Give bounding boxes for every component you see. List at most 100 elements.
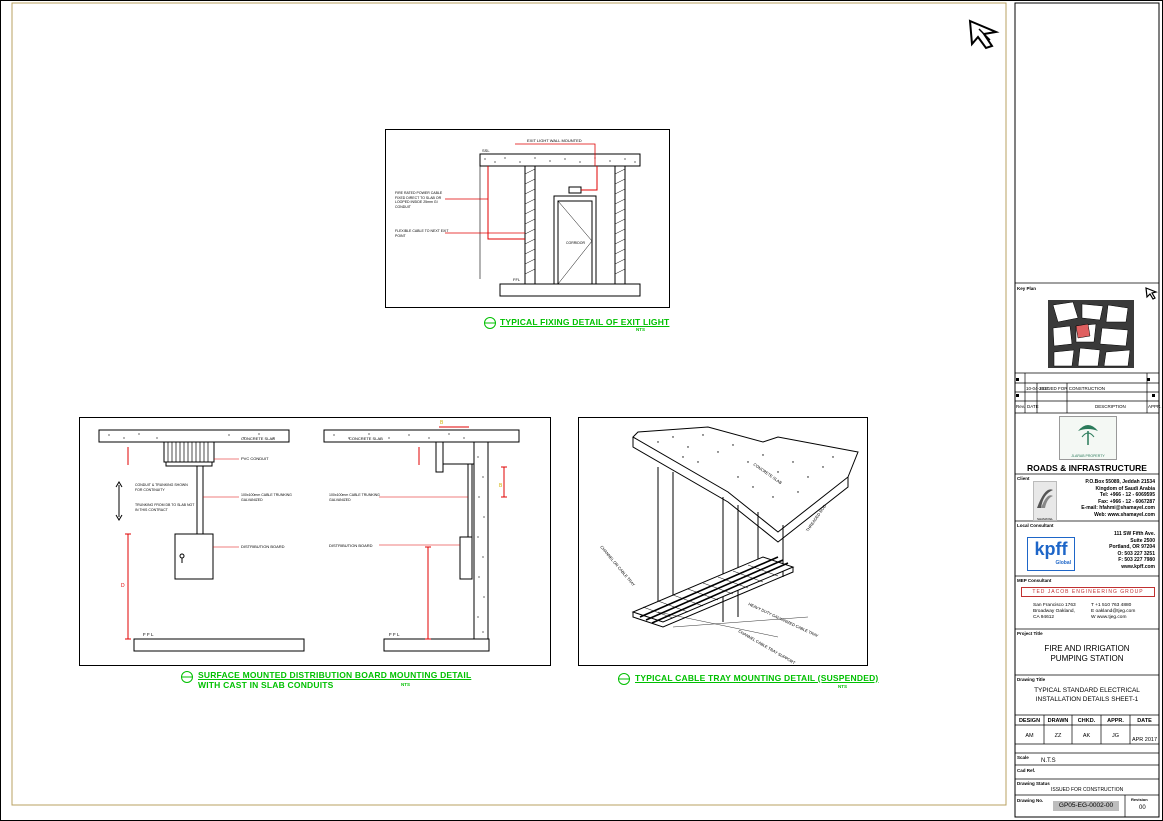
exit-light-note-2: FIRE RATED POWER CABLE FIXED DIRECT TO S… <box>395 191 443 209</box>
project-title: FIRE AND IRRIGATION PUMPING STATION <box>1015 644 1159 664</box>
client-logo: JLARAB PROPERTY <box>1059 416 1117 460</box>
client-address-line: Kingdom of Saudi Arabia <box>1095 485 1155 492</box>
db-nts: NTS <box>401 682 410 687</box>
db-right-note-ffl: F F L <box>389 632 400 637</box>
consultant-logo-sub: Global <box>1055 560 1071 566</box>
svg-text:B: B <box>499 483 503 489</box>
drawing-no-label: Drawing No. <box>1017 798 1044 803</box>
db-note-trunking: 100x100mm CABLE TRUNKING GALVANIZED <box>241 493 292 502</box>
svg-text:B: B <box>440 420 444 426</box>
local-consultant-label: Local Consultant <box>1017 523 1054 528</box>
exit-light-note-ffl: FFL <box>513 277 521 282</box>
tray-caption-marker <box>618 673 630 685</box>
rev-date: 10-04-2017 <box>1026 386 1050 391</box>
consultant-address: 111 SW Fifth Ave. Suite 2500 Portland, O… <box>1075 531 1155 571</box>
exit-light-caption: TYPICAL FIXING DETAIL OF EXIT LIGHT <box>500 317 670 327</box>
db-right-note-trunking: 100x100mm CABLE TRUNKING GALVANIZED <box>329 493 380 502</box>
distribution-board-detail: D CONCRETE SLAB PVC CONDUIT CONDUIT & TR… <box>79 417 551 666</box>
exit-light-note-ssl: SSL <box>482 148 490 153</box>
sign-value-approved: JG <box>1111 733 1120 739</box>
mep-address-line: T +1 510 763 4880 <box>1091 603 1132 608</box>
cad-ref-label: Cad Ref. <box>1017 768 1036 773</box>
tray-nts: NTS <box>838 684 847 689</box>
db-note-pvc: PVC CONDUIT <box>241 456 269 461</box>
sign-header-date: DATE <box>1137 718 1152 724</box>
drawing-title: TYPICAL STANDARD ELECTRICAL INSTALLATION… <box>1015 686 1159 704</box>
cable-tray-detail: CONCRETE SLAB THREADED ROD CHANNEL OR CA… <box>578 417 868 666</box>
db-right-note-board: DISTRIBUTION BOARD <box>329 543 373 548</box>
client-label: Client <box>1017 476 1030 481</box>
db-right-note-slab: CONCRETE SLAB <box>349 436 383 441</box>
drawing-title-line: INSTALLATION DETAILS SHEET-1 <box>1035 696 1139 703</box>
mep-address-left: San Francisco 1763 Broadway Oakland, CA … <box>1033 603 1076 621</box>
key-plan-north-icon <box>1145 287 1158 300</box>
client-logo-text: JLARAB PROPERTY <box>1071 454 1105 458</box>
tray-caption: TYPICAL CABLE TRAY MOUNTING DETAIL (SUSP… <box>635 673 879 683</box>
scale-label: Scale <box>1017 755 1029 760</box>
client-address-line: Fax: +966 - 12 - 6067287 <box>1098 498 1155 505</box>
rev-header-description: DESCRIPTION <box>1095 404 1126 409</box>
exit-light-note-3: FLEXIBLE CABLE TO NEXT EXIT POINT <box>395 229 449 238</box>
scale-value: N.T.S <box>1041 758 1056 764</box>
sign-value-checked: AK <box>1082 733 1091 739</box>
key-plan-map <box>1048 300 1134 368</box>
revision-label: Revision <box>1131 797 1148 802</box>
exit-light-nts: NTS <box>636 327 645 332</box>
mep-address-line: San Francisco 1763 <box>1033 603 1076 608</box>
consultant-address-line: 111 SW Fifth Ave. <box>1113 531 1155 537</box>
db-caption-line1: SURFACE MOUNTED DISTRIBUTION BOARD MOUNT… <box>198 670 472 680</box>
consultant-address-line: O: 503 227 3251 <box>1117 550 1155 557</box>
exit-light-note-1: EXIT LIGHT WALL MOUNTED <box>527 138 582 143</box>
rev-description: ISSUED FOR CONSTRUCTION <box>1040 386 1106 391</box>
db-note-continuity: CONDUIT & TRUNKING SHOWN FOR CONTINUITY <box>135 483 188 492</box>
drawing-title-label: Drawing Title <box>1017 677 1046 682</box>
title-block-grid <box>1015 282 1159 817</box>
mep-label: MEP Consultant <box>1017 578 1052 583</box>
svg-text:D: D <box>121 583 125 589</box>
consultant-logo-text: kpff <box>1034 539 1068 559</box>
client-name: SHAMAYEL <box>1036 517 1054 521</box>
sign-value-date: APR 2017 <box>1131 737 1158 743</box>
client-address-line: Web: www.shamayel.com <box>1094 511 1155 518</box>
mep-address-right: T +1 510 763 4880 E oakland@tjeg.com W w… <box>1091 603 1135 621</box>
revision-value: 00 <box>1139 805 1146 811</box>
project-title-line: FIRE AND IRRIGATION <box>1044 644 1130 653</box>
project-title-line: PUMPING STATION <box>1050 654 1124 663</box>
mep-address-line: CA 94612 <box>1033 615 1055 620</box>
drawing-status-label: Drawing Status <box>1017 781 1050 786</box>
sign-header-drawn: DRAWN <box>1047 718 1069 724</box>
sign-header-design: DESIGN <box>1018 718 1041 724</box>
client-banner: ROADS & INFRASTRUCTURE <box>1027 463 1147 473</box>
drawing-title-line: TYPICAL STANDARD ELECTRICAL <box>1034 687 1140 694</box>
sign-value-design: AM <box>1025 733 1034 739</box>
sign-value-drawn: ZZ <box>1054 733 1062 739</box>
client-address-line: E-mail: hfahmi@shamayel.com <box>1081 505 1155 512</box>
mep-address-line: Broadway Oakland, <box>1033 609 1075 614</box>
project-title-label: Project Title <box>1017 631 1043 636</box>
db-note-slab: CONCRETE SLAB <box>241 436 275 441</box>
exit-light-detail: EXIT LIGHT WALL MOUNTED SSL FFL CORRIDOR… <box>385 129 670 308</box>
db-note-contract: TRUNKING FROM DB TO SLAB NOT IN THIS CON… <box>135 503 195 512</box>
client-address: P.O.Box 55089, Jeddah 21534 Kingdom of S… <box>1059 479 1155 519</box>
client-address-line: P.O.Box 55089, Jeddah 21534 <box>1085 479 1155 485</box>
rev-header-appr: APPR. <box>1148 404 1162 409</box>
key-plan-label: Key Plan <box>1017 286 1037 291</box>
db-note-ffl: F F L <box>143 632 154 637</box>
north-arrow-icon <box>968 19 1000 50</box>
consultant-address-line: F: 503 227 7980 <box>1118 557 1155 564</box>
tree-icon <box>1078 425 1098 445</box>
client-address-line: Tel: +966 - 12 - 6069595 <box>1099 492 1155 499</box>
mep-address-line: E oakland@tjeg.com <box>1091 609 1136 614</box>
drawing-status-value: ISSUED FOR CONSTRUCTION <box>1051 787 1124 793</box>
sign-header-checked: CHKD. <box>1077 718 1096 724</box>
drawing-no-value: GP05-EG-0002-00 <box>1053 801 1119 811</box>
consultant-logo: kpff Global <box>1027 537 1075 571</box>
consultant-address-line: Suite 2500 <box>1130 537 1155 544</box>
rev-header-date: DATE <box>1027 404 1039 409</box>
rev-header-rev: Rev. <box>1016 404 1025 409</box>
mep-address-line: W www.tjeg.com <box>1091 615 1127 620</box>
db-note-board: DISTRIBUTION BOARD <box>241 544 285 549</box>
title-block: Key Plan 10-04-2017 ISSUED FOR CONSTRUCT… <box>1015 3 1162 817</box>
shamayel-logo-icon <box>1037 489 1053 508</box>
